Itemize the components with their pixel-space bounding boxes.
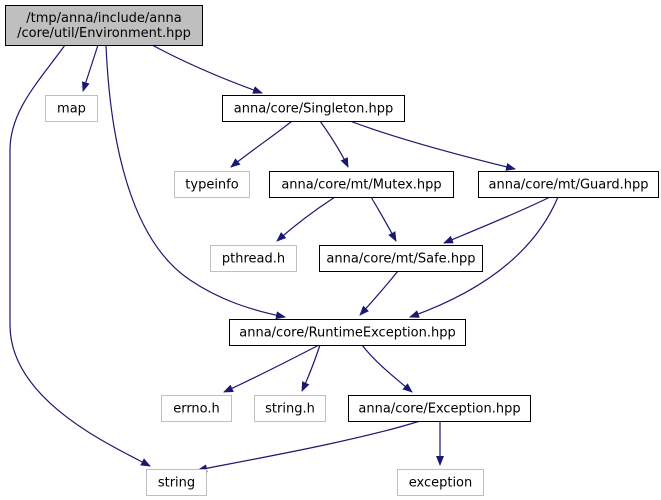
node-guard[interactable]: anna/core/mt/Guard.hpp — [478, 171, 659, 198]
node-label: string.h — [265, 402, 315, 417]
edge-env-to-runtime — [105, 44, 286, 320]
node-label: anna/core/mt/Guard.hpp — [489, 178, 649, 193]
edge-runtime-to-stringh — [301, 344, 321, 392]
edge-safe-to-runtime — [359, 270, 399, 316]
node-box — [229, 319, 466, 346]
node-box — [45, 95, 98, 122]
node-label: string — [158, 476, 195, 491]
node-label: anna/core/mt/Safe.hpp — [326, 252, 475, 267]
node-label: errno.h — [173, 402, 220, 417]
node-map: map — [45, 95, 98, 122]
node-box — [146, 469, 207, 496]
edge-guard-to-safe — [443, 196, 551, 244]
edge-singleton-to-mutex — [319, 120, 349, 168]
node-stringh: string.h — [254, 395, 326, 422]
node-box — [254, 395, 326, 422]
edge-runtime-to-exception_hpp — [361, 344, 413, 393]
node-label: map — [57, 102, 86, 117]
node-box — [269, 171, 454, 198]
node-exception-hpp[interactable]: anna/core/Exception.hpp — [348, 395, 531, 422]
node-singleton[interactable]: anna/core/Singleton.hpp — [222, 95, 405, 122]
edges — [9, 44, 559, 473]
node-box — [478, 171, 659, 198]
node-box — [319, 245, 483, 272]
node-label: anna/core/mt/Mutex.hpp — [281, 178, 441, 193]
node-runtime[interactable]: anna/core/RuntimeException.hpp — [229, 319, 466, 346]
node-box — [210, 245, 297, 272]
edge-env-to-map — [81, 44, 99, 92]
node-box — [161, 395, 232, 422]
node-label: anna/core/Singleton.hpp — [234, 102, 393, 117]
node-label: exception — [409, 476, 473, 491]
edge-env-to-singleton — [151, 44, 263, 94]
node-pthread: pthread.h — [210, 245, 297, 272]
node-box — [397, 469, 484, 496]
edge-runtime-to-errno — [223, 344, 320, 393]
nodes: /tmp/anna/include/anna/core/util/Environ… — [5, 5, 659, 496]
edge-mutex-to-safe — [370, 196, 397, 242]
node-label: pthread.h — [222, 252, 285, 267]
node-label: anna/core/Exception.hpp — [358, 402, 520, 417]
node-exception: exception — [397, 469, 484, 496]
node-typeinfo: typeinfo — [174, 171, 250, 198]
node-label: anna/core/RuntimeException.hpp — [239, 326, 455, 341]
node-safe[interactable]: anna/core/mt/Safe.hpp — [319, 245, 483, 272]
edge-singleton-to-guard — [349, 120, 516, 171]
edge-guard-to-runtime — [409, 196, 559, 318]
node-label: /tmp/anna/include/anna — [26, 11, 181, 26]
edge-singleton-to-typeinfo — [230, 120, 293, 168]
node-label: typeinfo — [185, 178, 238, 193]
edge-exception_hpp-to-string — [197, 420, 421, 473]
node-box — [222, 95, 405, 122]
node-string: string — [146, 469, 207, 496]
node-box — [5, 5, 203, 46]
node-env[interactable]: /tmp/anna/include/anna/core/util/Environ… — [5, 5, 203, 46]
node-label: /core/util/Environment.hpp — [17, 26, 191, 41]
node-mutex[interactable]: anna/core/mt/Mutex.hpp — [269, 171, 454, 198]
node-errno: errno.h — [161, 395, 232, 422]
node-box — [174, 171, 250, 198]
edge-env-to-string — [9, 44, 151, 467]
edge-mutex-to-pthread — [276, 196, 336, 242]
node-box — [348, 395, 531, 422]
